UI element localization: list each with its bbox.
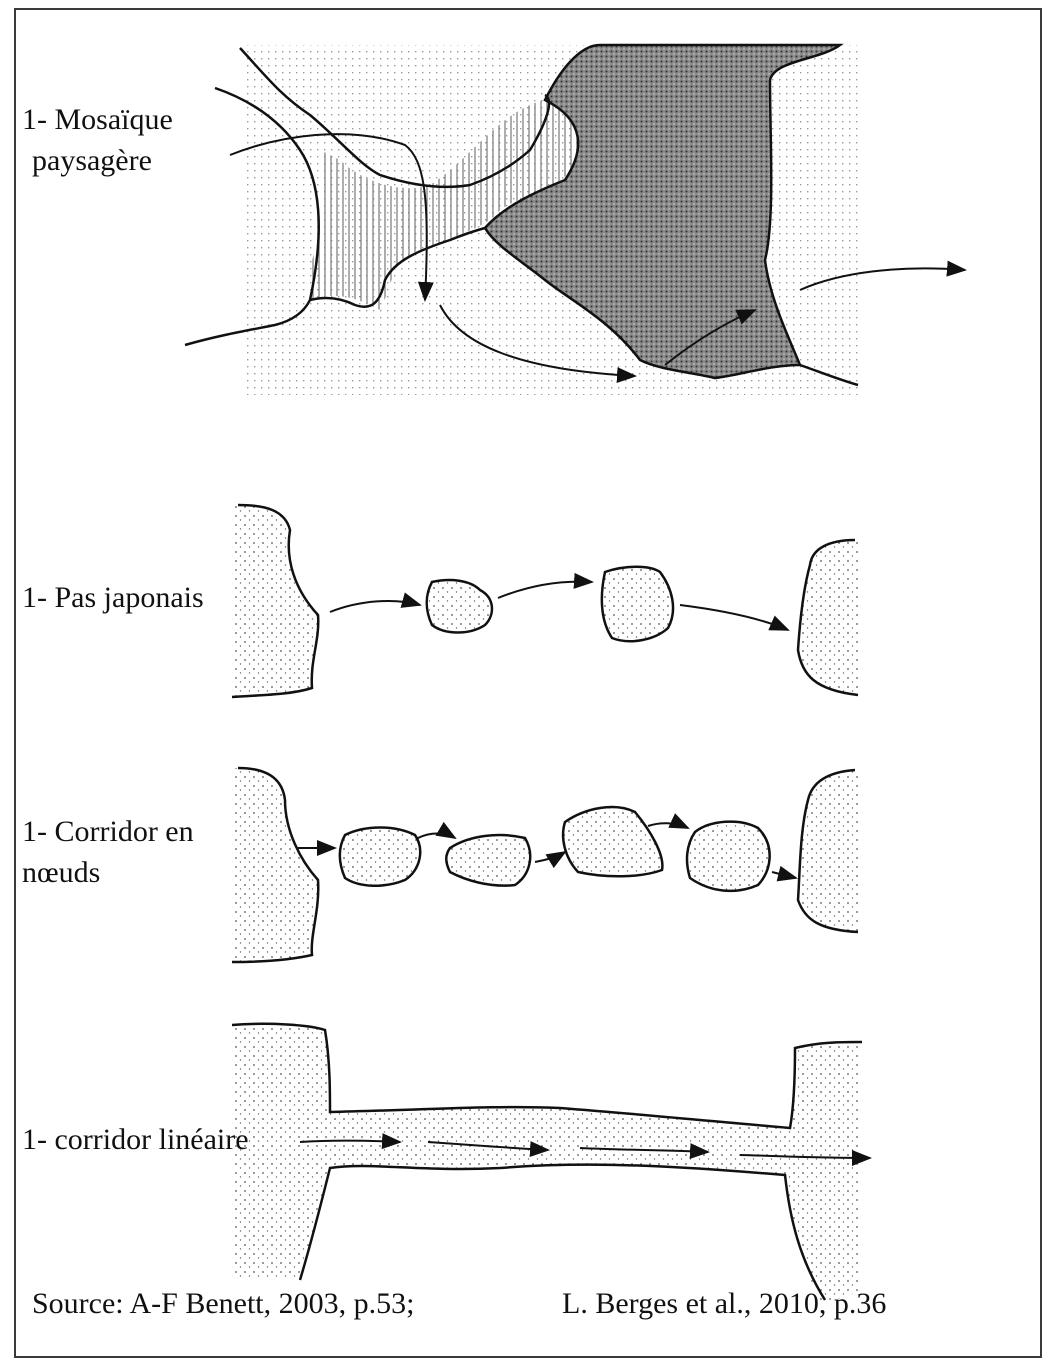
label-linear-corridor: 1- corridor linéaire (22, 1120, 249, 1161)
label-mosaic-line2: paysagère (22, 141, 173, 182)
stepping-stone-2 (602, 567, 673, 641)
label-node-corridor-line1: 1- Corridor en (22, 812, 194, 853)
label-node-corridor-line2: nœuds (22, 853, 194, 894)
stepping-stones-panel (230, 505, 860, 697)
node-2 (446, 835, 530, 886)
linear-corridor-bottom-edge (300, 1165, 825, 1300)
node-habitat-right (798, 770, 860, 932)
stepping-stone-1 (427, 580, 492, 632)
label-mosaic-line1: 1- Mosaïque (22, 100, 173, 141)
label-mosaic: 1- Mosaïque paysagère (22, 100, 173, 181)
mosaic-panel (185, 45, 965, 395)
label-stepping-stones: 1- Pas japonais (22, 578, 204, 619)
source-citation-2: L. Berges et al., 2010, p.36 (562, 1287, 886, 1321)
label-stepping-stones-line1: 1- Pas japonais (22, 578, 204, 619)
node-4 (687, 822, 770, 891)
source-habitat-left (230, 505, 318, 697)
source-citation-1: Source: A-F Benett, 2003, p.53; (32, 1287, 414, 1321)
linear-corridor-panel (232, 1024, 870, 1300)
label-linear-corridor-line1: 1- corridor linéaire (22, 1120, 249, 1161)
node-corridor-panel (232, 768, 860, 962)
linear-corridor-fill (232, 1024, 860, 1300)
label-node-corridor: 1- Corridor en nœuds (22, 812, 194, 893)
node-3 (563, 807, 662, 876)
node-1 (340, 828, 420, 886)
